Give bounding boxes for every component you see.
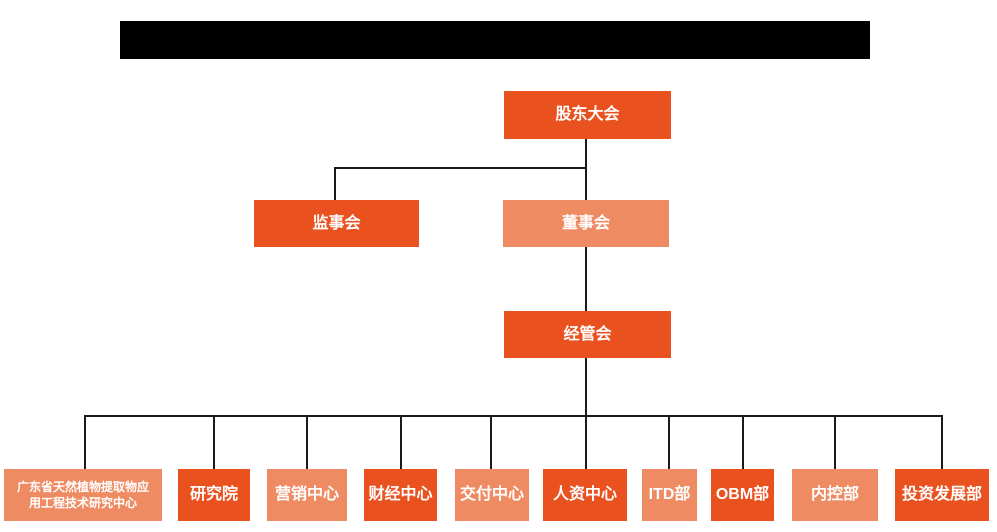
- org-node-label: 研究院: [189, 486, 238, 504]
- org-node-label: 人资中心: [552, 486, 617, 504]
- connector-line: [334, 167, 336, 200]
- org-node-label: 内控部: [810, 486, 859, 504]
- connector-line: [585, 415, 587, 469]
- org-node-management-committee: 经管会: [504, 311, 671, 358]
- connector-line: [941, 415, 943, 469]
- connector-line: [742, 415, 744, 469]
- org-node-label: 营销中心: [274, 486, 339, 504]
- connector-line: [668, 415, 670, 469]
- connector-line: [585, 139, 587, 169]
- connector-line: [306, 415, 308, 469]
- org-node-obm-dept: OBM部: [711, 469, 774, 521]
- org-node-label: 投资发展部: [901, 486, 982, 504]
- connector-line: [834, 415, 836, 469]
- org-node-internal-control-dept: 内控部: [792, 469, 878, 521]
- org-node-label: 广东省天然植物提取物应用工程技术研究中心: [16, 479, 149, 510]
- org-node-label: 监事会: [312, 214, 361, 232]
- connector-line: [213, 415, 215, 469]
- org-node-marketing-center: 营销中心: [267, 469, 347, 521]
- connector-line: [84, 415, 86, 469]
- org-node-label: 交付中心: [459, 486, 524, 504]
- org-node-board-of-directors: 董事会: [503, 200, 669, 247]
- org-node-hr-center: 人资中心: [543, 469, 627, 521]
- connector-line: [585, 358, 587, 416]
- org-node-itd-dept: ITD部: [642, 469, 697, 521]
- org-node-supervisory-board: 监事会: [254, 200, 419, 247]
- org-node-label: 经管会: [563, 325, 612, 343]
- org-node-research-institute: 研究院: [178, 469, 250, 521]
- org-node-label: 董事会: [561, 214, 610, 232]
- connector-line: [585, 167, 587, 200]
- org-node-label: 股东大会: [555, 106, 620, 124]
- org-node-label: ITD部: [648, 486, 691, 504]
- connector-line: [585, 247, 587, 311]
- org-node-label: 财经中心: [368, 486, 433, 504]
- org-node-finance-center: 财经中心: [364, 469, 437, 521]
- connector-line: [334, 167, 587, 169]
- connector-line: [490, 415, 492, 469]
- redacted-title-bar: [120, 21, 870, 59]
- connector-line: [84, 415, 943, 417]
- connector-line: [400, 415, 402, 469]
- org-node-investment-development-dept: 投资发展部: [895, 469, 989, 521]
- org-node-delivery-center: 交付中心: [455, 469, 529, 521]
- org-node-label: OBM部: [715, 486, 770, 504]
- org-node-guangdong-plant-extract-research-center: 广东省天然植物提取物应用工程技术研究中心: [4, 469, 162, 521]
- org-node-shareholders-meeting: 股东大会: [504, 91, 671, 139]
